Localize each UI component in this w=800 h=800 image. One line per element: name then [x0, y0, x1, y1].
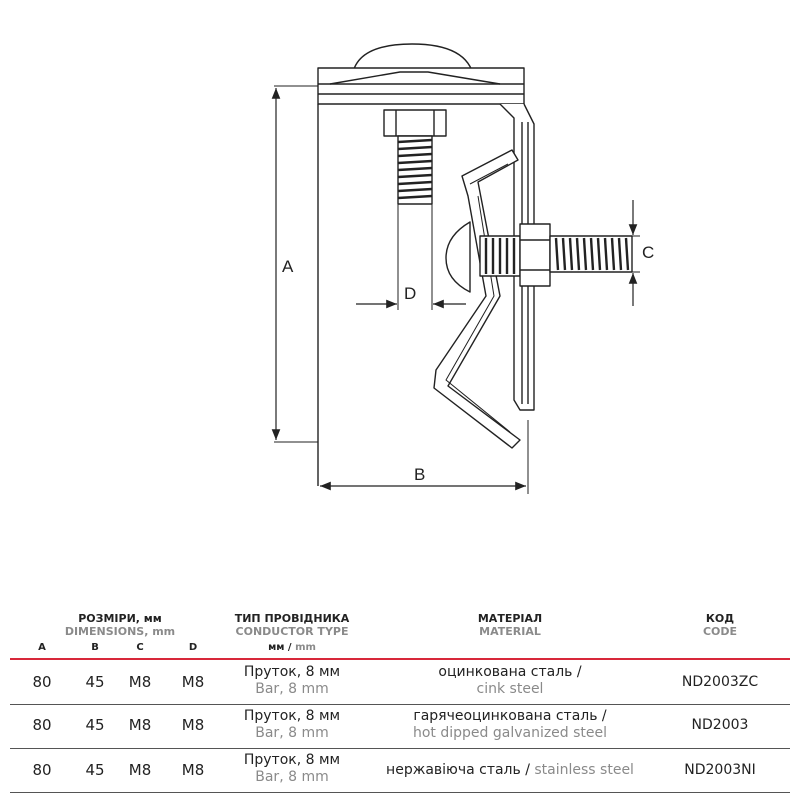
row-1-code: ND2003ZC — [681, 674, 759, 690]
row-2-b: 45 — [85, 716, 105, 734]
row-1-a: 80 — [32, 673, 52, 691]
specification-table: РОЗМІРИ, мм DIMENSIONS, mm ТИП ПРОВІДНИК… — [0, 608, 800, 800]
header-material: МАТЕРІАЛ MATERIAL — [477, 612, 543, 638]
row-3-code: ND2003NI — [684, 762, 756, 778]
dimension-a-label: A — [282, 257, 294, 276]
row-2-d: M8 — [181, 716, 205, 734]
top-plate — [317, 67, 525, 105]
side-nut — [519, 223, 551, 287]
dimension-b-label: B — [414, 465, 425, 484]
row-2-material: гарячеоцинкована сталь / hot dipped galv… — [412, 708, 608, 741]
row-3-material: нержавіюча сталь / stainless steel — [386, 762, 634, 778]
row-1-material: оцинкована сталь / cink steel — [438, 664, 582, 697]
subheader-a: A — [38, 642, 46, 653]
subheader-unit: мм / mm — [268, 642, 316, 653]
row-3-divider — [10, 792, 790, 793]
row-3-b: 45 — [85, 761, 105, 779]
row-3-conductor: Пруток, 8 мм Bar, 8 mm — [243, 752, 341, 785]
bolt-head — [383, 109, 447, 137]
row-1-b: 45 — [85, 673, 105, 691]
row-1-c: M8 — [128, 673, 152, 691]
row-3-c: M8 — [128, 761, 152, 779]
row-3-a: 80 — [32, 761, 52, 779]
row-3-d: M8 — [181, 761, 205, 779]
row-2-code: ND2003 — [691, 717, 749, 733]
row-2-conductor: Пруток, 8 мм Bar, 8 mm — [243, 708, 341, 741]
header-dimensions: РОЗМІРИ, мм DIMENSIONS, mm — [64, 612, 176, 638]
dimension-c-label: C — [642, 243, 654, 262]
row-2-divider — [10, 748, 790, 749]
header-conductor: ТИП ПРОВІДНИКА CONDUCTOR TYPE — [234, 612, 350, 638]
subheader-c: C — [136, 642, 144, 653]
row-2-c: M8 — [128, 716, 152, 734]
clamp-technical-drawing: A B C D — [271, 43, 654, 494]
row-1-conductor: Пруток, 8 мм Bar, 8 mm — [243, 664, 341, 697]
row-1-d: M8 — [181, 673, 205, 691]
dimension-d-label: D — [404, 284, 416, 303]
header-divider — [10, 658, 790, 660]
header-code: КОД CODE — [702, 612, 738, 638]
side-dome — [445, 221, 471, 293]
clamp-plate — [433, 149, 521, 449]
subheader-b: B — [91, 642, 99, 653]
row-1-divider — [10, 704, 790, 705]
subheader-d: D — [188, 642, 198, 653]
row-2-a: 80 — [32, 716, 52, 734]
